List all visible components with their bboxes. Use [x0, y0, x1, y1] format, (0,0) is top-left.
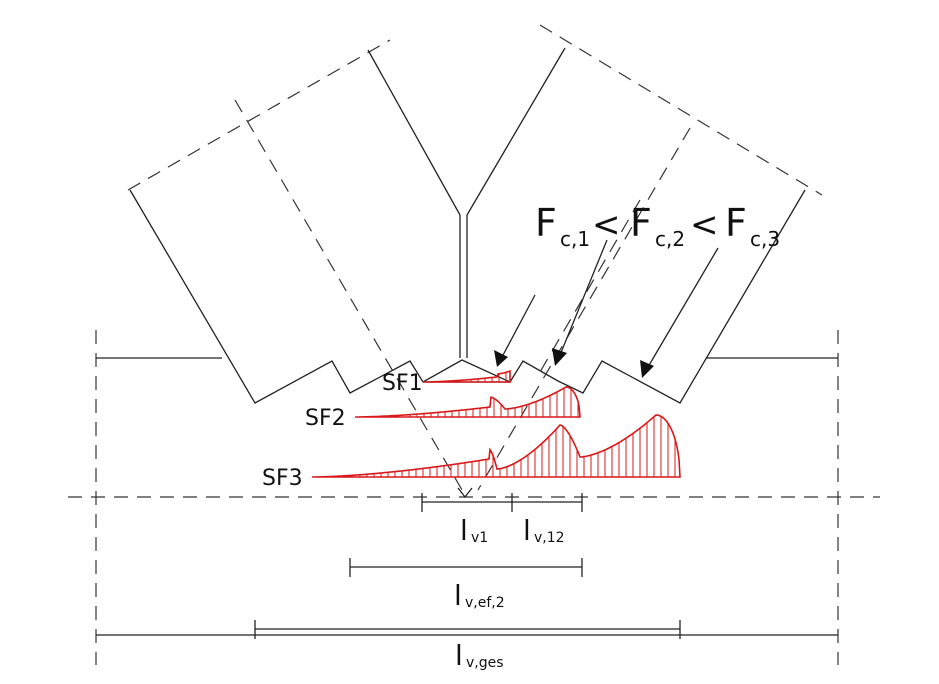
force-inequality: F c,1 < F c,2 < F c,3 [535, 201, 780, 251]
svg-text:l: l [460, 514, 468, 547]
svg-text:l: l [454, 579, 462, 612]
axis-marker [457, 487, 473, 499]
sf3-label: SF3 [262, 466, 303, 491]
force-arrow-3 [640, 247, 719, 378]
dimension-lvges: l v,ges [254, 620, 681, 672]
svg-text:v,ef,2: v,ef,2 [465, 595, 505, 611]
svg-text:v,ges: v,ges [466, 655, 504, 671]
force-label-1: F [535, 201, 557, 245]
stress-field-2-curve [355, 386, 581, 418]
right-strut-dashed-axis-2 [539, 199, 641, 373]
sf2-label: SF2 [305, 406, 346, 431]
dimension-lv1: l v1 [421, 493, 513, 547]
force-label-3: F [725, 201, 747, 245]
dimension-lvef2: l v,ef,2 [349, 558, 583, 612]
force-arrow-2 [552, 239, 608, 366]
force-arrow-1 [494, 294, 536, 367]
stress-field-3-curve [312, 414, 681, 478]
left-strut-dashed-top [127, 39, 391, 191]
right-strut-dashed-axis [477, 127, 691, 491]
left-strut-outline [129, 189, 424, 404]
right-strut-outline [422, 189, 806, 404]
svg-text:l: l [523, 514, 531, 547]
svg-text:v,12: v,12 [534, 530, 565, 546]
less-than-2: < [690, 205, 719, 245]
sf1-label: SF1 [382, 371, 423, 396]
less-than-1: < [592, 205, 621, 245]
left-strut-dashed-axis [234, 99, 466, 496]
force-sub-1: c,1 [560, 227, 590, 251]
svg-text:v1: v1 [471, 530, 488, 546]
force-label-2: F [630, 201, 652, 245]
stress-field-1-curve [423, 369, 511, 383]
center-right-edge [466, 47, 566, 216]
svg-text:l: l [455, 639, 463, 672]
right-strut-dashed-top [539, 24, 823, 196]
center-left-edge [367, 49, 461, 216]
force-sub-3: c,3 [750, 227, 780, 251]
dimension-lv12: l v,12 [512, 493, 583, 547]
force-sub-2: c,2 [655, 227, 685, 251]
